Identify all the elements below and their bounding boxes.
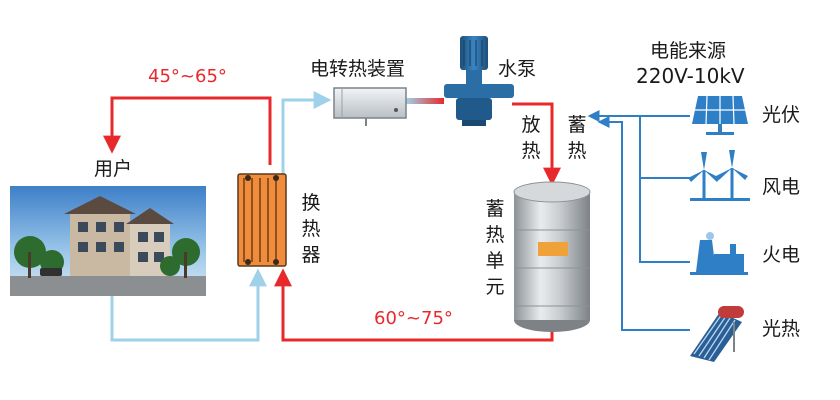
- supply-temperature: 45°~65°: [148, 66, 227, 87]
- power-source-title: 电能来源: [650, 40, 727, 62]
- electric-heater-label: 电转热装置: [310, 58, 406, 80]
- power-plant-icon: [690, 232, 748, 275]
- source-label-thermal: 火电: [762, 244, 801, 266]
- wind-turbine-icon: [688, 150, 750, 201]
- line-solar-thermal: [597, 116, 690, 331]
- cold-loop-lines: [110, 91, 332, 342]
- solar-water-heater-icon: [690, 306, 744, 362]
- source-label-solar-pv: 光伏: [762, 104, 801, 126]
- heat-exchanger-icon: [237, 173, 287, 267]
- user-building-image: [10, 186, 206, 296]
- user-label: 用户: [94, 158, 133, 180]
- heat-exchanger-label: 换热器: [301, 192, 321, 266]
- storage-return-temperature: 60°~75°: [374, 308, 453, 329]
- source-label-solar-thermal: 光热: [762, 318, 801, 340]
- source-label-wind: 风电: [762, 176, 801, 198]
- cold-return-line-bottom: [110, 268, 267, 342]
- storage-tank-icon: [513, 181, 591, 332]
- power-source-range: 220V-10kV: [636, 64, 745, 88]
- line-wind: [639, 116, 690, 179]
- store-heat-label: 蓄热: [567, 114, 587, 162]
- hot-supply-line-top: [103, 96, 272, 165]
- pump-label: 水泵: [498, 58, 537, 80]
- water-pump-icon: [444, 36, 514, 126]
- power-source-lines: [587, 110, 690, 331]
- discharge-label: 放热: [521, 114, 541, 162]
- heater-to-pump-flow: [406, 98, 444, 104]
- solar-panel-icon: [692, 95, 748, 135]
- cold-line-to-heater: [281, 91, 332, 175]
- storage-unit-label: 蓄热单元: [485, 198, 505, 298]
- discharge-line: [512, 102, 561, 186]
- hot-return-line-bottom: [274, 268, 554, 342]
- electric-heater-icon: [333, 87, 407, 126]
- line-thermal: [639, 178, 690, 263]
